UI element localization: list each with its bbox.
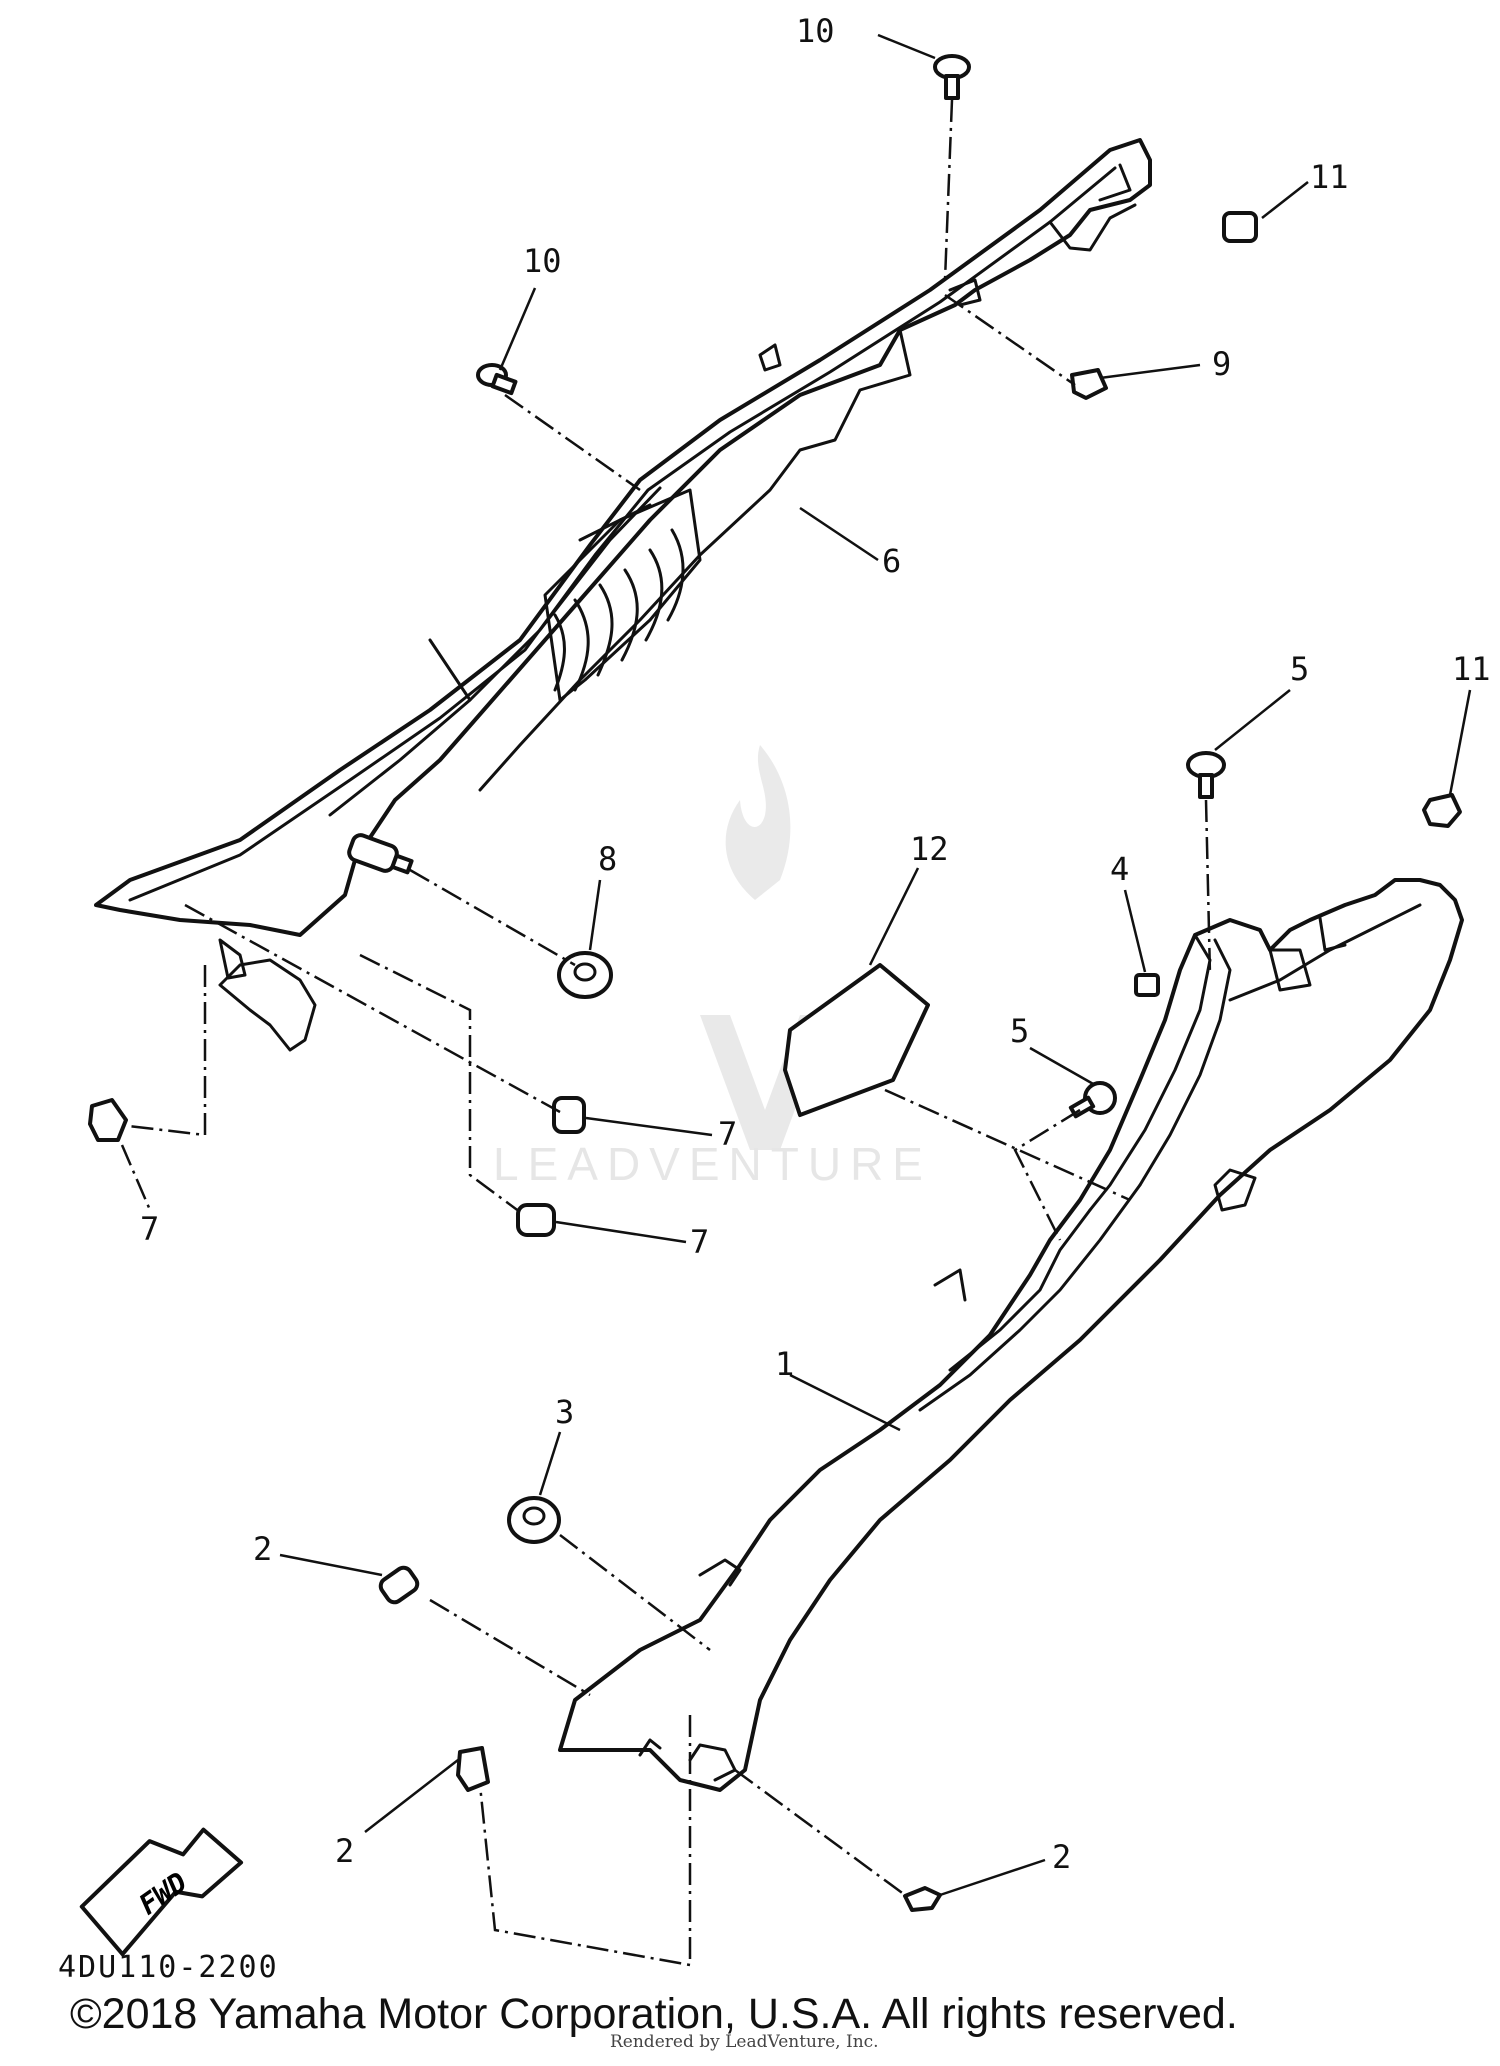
part-2-damper-c bbox=[903, 1886, 942, 1912]
part-10-screw-top bbox=[933, 54, 971, 100]
watermark-text: LEADVENTURE bbox=[493, 1138, 932, 1190]
part-1-side-cover-lower bbox=[558, 878, 1464, 1792]
callout-12: 12 bbox=[910, 830, 949, 868]
callout-4: 4 bbox=[1110, 850, 1129, 888]
part-9-clip-nut bbox=[1070, 368, 1108, 400]
part-5-screw-top bbox=[1186, 751, 1226, 799]
part-12-decal bbox=[783, 963, 930, 1117]
fwd-arrow-icon: FWD bbox=[79, 1827, 244, 1957]
part-11-nut-top bbox=[1222, 211, 1258, 243]
callout-7-c: 7 bbox=[140, 1210, 159, 1248]
callout-2-b: 2 bbox=[335, 1832, 354, 1870]
rendered-by-credit: Rendered by LeadVenture, Inc. bbox=[610, 2032, 879, 2052]
part-4-clip-nut bbox=[1134, 973, 1160, 997]
part-7-damper-c bbox=[88, 1098, 128, 1142]
callout-2-a: 2 bbox=[253, 1530, 272, 1568]
part-7-damper-b bbox=[516, 1203, 556, 1237]
callout-11-right: 11 bbox=[1452, 650, 1491, 688]
callout-5-center: 5 bbox=[1010, 1012, 1029, 1050]
part-2-damper-a bbox=[378, 1565, 420, 1605]
part-6-side-cover-upper bbox=[94, 138, 1152, 1052]
callout-5-top: 5 bbox=[1290, 650, 1309, 688]
callout-1: 1 bbox=[775, 1345, 794, 1383]
leader-lines bbox=[279, 33, 1472, 1897]
part-8-grommet bbox=[557, 951, 613, 999]
part-3-grommet bbox=[507, 1496, 561, 1544]
callout-8: 8 bbox=[598, 840, 617, 878]
part-6-louvre-vents bbox=[543, 488, 702, 702]
callout-10-left: 10 bbox=[523, 242, 562, 280]
flame-logo-icon bbox=[725, 745, 791, 900]
callout-6: 6 bbox=[882, 542, 901, 580]
leadventure-watermark: LEADVENTURE bbox=[493, 745, 932, 1190]
diagram-code: 4DU110-2200 bbox=[58, 1950, 279, 1985]
callout-11-top: 11 bbox=[1310, 158, 1349, 196]
callout-7-a: 7 bbox=[718, 1115, 737, 1153]
callout-numbers: 10 11 10 9 6 5 11 8 12 4 5 7 7 7 1 3 2 2… bbox=[140, 12, 1491, 1876]
callout-9: 9 bbox=[1212, 345, 1231, 383]
callout-10-top: 10 bbox=[796, 12, 835, 50]
part-7-damper-a bbox=[552, 1096, 586, 1134]
copyright-notice: ©2018 Yamaha Motor Corporation, U.S.A. A… bbox=[70, 1990, 1238, 2038]
part-10-screw-left bbox=[476, 363, 518, 396]
callout-2-c: 2 bbox=[1052, 1838, 1071, 1876]
part-11-nut-right bbox=[1422, 793, 1462, 828]
part-2-damper-b bbox=[456, 1746, 490, 1792]
part-collar-pin bbox=[347, 833, 414, 875]
callout-7-b: 7 bbox=[690, 1223, 709, 1261]
callout-3: 3 bbox=[555, 1393, 574, 1431]
assembly-lines bbox=[119, 99, 1212, 1967]
